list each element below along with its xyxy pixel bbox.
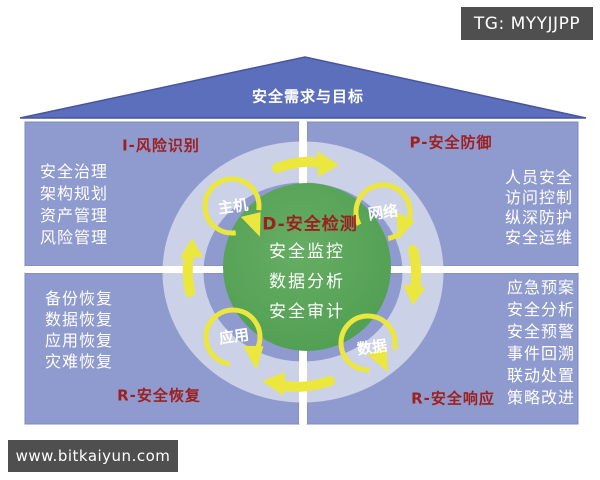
list-item: 灾难恢复 <box>45 352 114 371</box>
quadrant-recovery-title: R-安全恢复 <box>117 386 201 405</box>
node-data-loop <box>338 313 398 373</box>
node-network-loop <box>353 182 415 242</box>
quadrant-risk-title: I-风险识别 <box>122 136 200 155</box>
list-item: 纵深防护 <box>505 208 574 227</box>
list-item: 备份恢复 <box>45 289 114 308</box>
list-item: 事件回溯 <box>507 344 576 363</box>
quadrant-risk-items: 安全治理 架构规划 资产管理 风险管理 <box>40 161 108 249</box>
ring-node-host: 主机 <box>216 195 250 218</box>
quadrant-recovery-items: 备份恢复 数据恢复 应用恢复 灾难恢复 <box>45 288 113 372</box>
ring-node-data: 数据 <box>355 336 389 359</box>
node-application-loop <box>203 307 264 370</box>
ring-node-network: 网络 <box>366 201 400 224</box>
list-item: 数据分析 <box>269 272 345 292</box>
list-item: 联动处置 <box>507 366 576 385</box>
center-circle <box>223 183 391 351</box>
roof-triangle <box>19 56 587 119</box>
list-item: 应用恢复 <box>45 331 114 350</box>
roof-title: 安全需求与目标 <box>251 87 365 106</box>
list-item: 应急预案 <box>507 278 576 297</box>
quadrant-response-items: 应急预案 安全分析 安全预警 事件回溯 联动处置 策略改进 <box>507 277 575 409</box>
list-item: 架构规划 <box>40 184 109 203</box>
list-item: 安全审计 <box>269 302 345 322</box>
list-item: 安全监控 <box>269 242 345 262</box>
list-item: 安全分析 <box>507 300 576 319</box>
list-item: 安全治理 <box>40 162 109 181</box>
list-item: 安全预警 <box>507 322 576 341</box>
list-item: 安全运维 <box>505 228 574 247</box>
ring-arrow-left <box>180 238 203 297</box>
list-item: 策略改进 <box>507 388 576 407</box>
ring-arrow-bottom <box>262 372 335 396</box>
list-item: 数据恢复 <box>45 310 114 329</box>
node-host-loop <box>202 176 262 237</box>
tg-watermark-badge: TG: MYYJJPP <box>461 7 593 40</box>
list-item: 人员安全 <box>505 168 574 187</box>
list-item: 风险管理 <box>40 228 109 247</box>
list-item: 资产管理 <box>40 206 109 225</box>
list-item: 访问控制 <box>505 188 574 207</box>
center-items: 安全监控 数据分析 安全审计 <box>269 237 345 327</box>
center-title: D-安全检测 <box>262 214 358 235</box>
ring-node-application: 应用 <box>217 325 251 348</box>
quadrant-response-title: R-安全响应 <box>411 389 495 408</box>
site-watermark-badge: www.bitkaiyun.com <box>8 440 178 472</box>
quadrant-defense-title: P-安全防御 <box>409 133 493 152</box>
ring-arrow-right <box>403 245 426 305</box>
ring-arrow-top <box>272 151 339 177</box>
quadrant-defense-items: 人员安全 访问控制 纵深防护 安全运维 <box>505 168 573 248</box>
